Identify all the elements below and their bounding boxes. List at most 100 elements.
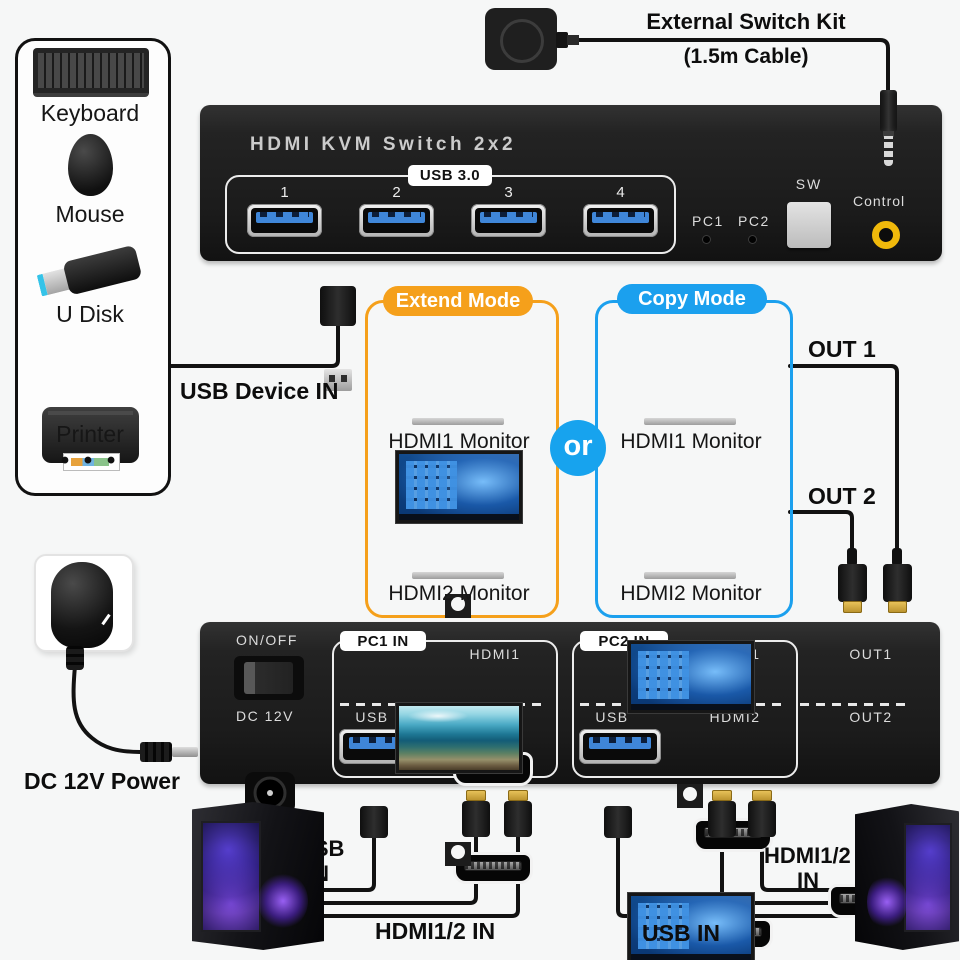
copy-hdmi1-monitor-label: HDMI1 Monitor xyxy=(620,430,762,453)
copy-hdmi1-monitor-base xyxy=(644,418,736,425)
dc-power-label: DC 12V Power xyxy=(24,768,180,794)
extend-hdmi2-monitor-stand xyxy=(445,842,471,866)
peripheral-label-keyboard: Keyboard xyxy=(40,99,140,126)
power-rocker-switch[interactable] xyxy=(234,656,304,700)
pc2-tower xyxy=(855,804,959,950)
external-switch-kit-title: External Switch Kit xyxy=(646,9,846,34)
pc2-usb-port xyxy=(579,729,661,764)
usb-port3-number: 3 xyxy=(504,183,513,201)
peripheral-label-udisk: U Disk xyxy=(56,300,124,327)
pc2-usb-cable xyxy=(616,836,872,918)
out2-cable xyxy=(788,510,854,554)
out2-label: OUT 2 xyxy=(808,483,876,509)
pc1-hdmi1-cable xyxy=(303,834,478,905)
pc1-in-pill: PC1 IN xyxy=(340,631,426,651)
rear-out2-label: OUT2 xyxy=(849,709,893,725)
printer-paper xyxy=(63,453,120,471)
out1-label: OUT 1 xyxy=(808,336,876,362)
pc1-led-label: PC1 xyxy=(692,213,724,229)
copy-mode-box xyxy=(595,300,793,618)
extend-hdmi1-monitor-label: HDMI1 Monitor xyxy=(388,430,530,453)
pc2-led xyxy=(749,236,756,243)
extend-hdmi2-monitor-label: HDMI2 Monitor xyxy=(388,582,530,605)
out1-hdmi-connector-strain xyxy=(892,548,902,566)
copy-mode-pill: Copy Mode xyxy=(617,284,767,314)
pc1-tower-fan-glow xyxy=(258,873,309,930)
right-hdmi-in-label-line1: HDMI1/2 xyxy=(764,843,851,868)
copy-hdmi2-monitor-screen xyxy=(628,893,754,960)
kvm-front-panel: HDMI KVM Switch 2x2 USB 3.0 1 2 3 4 PC1 … xyxy=(200,105,942,261)
external-switch-button xyxy=(485,8,557,70)
usb-port4-number: 4 xyxy=(616,183,625,201)
out2-hdmi-connector-plug xyxy=(843,601,862,613)
pc2-led-label: PC2 xyxy=(738,213,770,229)
pc1-hdmi1-plug-body xyxy=(462,801,490,837)
power-adapter xyxy=(51,562,113,648)
pc1-hdmi2-plug-body xyxy=(504,801,532,837)
front-usb-port-2 xyxy=(359,204,434,237)
switch-button-circle xyxy=(500,19,544,63)
right-hdmi-in-label-line2: IN xyxy=(797,868,819,893)
usb-port1-number: 1 xyxy=(280,183,289,201)
dc-power-cable xyxy=(71,664,142,754)
switch-plug-neck xyxy=(567,35,579,45)
peripherals-more-dots: • • • xyxy=(60,447,120,474)
copy-hdmi1-monitor-screen xyxy=(628,641,754,713)
printer-icon xyxy=(42,407,139,471)
out2-hdmi-connector-strain xyxy=(847,548,857,566)
copy-hdmi2-monitor-base xyxy=(644,572,736,579)
switch-kit-cable xyxy=(570,38,890,98)
or-bubble: or xyxy=(550,420,606,476)
pc2-hdmi2-label: HDMI2 xyxy=(709,709,761,725)
usb-port2-number: 2 xyxy=(392,183,401,201)
extend-hdmi1-monitor-stand xyxy=(445,594,471,618)
extend-mode-pill: Extend Mode xyxy=(383,286,533,316)
right-usb-in-label: USB IN xyxy=(642,920,720,946)
pc2-tower-fan-glow xyxy=(867,874,907,929)
usb30-badge: USB 3.0 xyxy=(408,165,492,186)
pc1-usb-cable xyxy=(303,836,376,892)
pc1-tower-window xyxy=(201,821,261,932)
out-divider xyxy=(800,703,908,706)
kvm-rear-panel: ON/OFF DC 12V PC1 IN HDMI1 USB HDMI2 PC2… xyxy=(200,622,940,950)
dc12v-label: DC 12V xyxy=(236,708,295,724)
keyboard-icon xyxy=(33,48,149,97)
extend-hdmi2-monitor-base xyxy=(412,572,504,579)
pc1-hdmi2-cable xyxy=(303,834,520,918)
audio-jack-barrel xyxy=(880,90,897,132)
pc2-hdmi2-plug-body xyxy=(748,801,776,837)
switch-plug-nub xyxy=(556,32,568,48)
audio-jack-tip xyxy=(884,136,893,166)
pc2-hdmi1-plug-tip xyxy=(712,790,732,801)
on-off-label: ON/OFF xyxy=(236,632,298,648)
left-hdmi-in-label: HDMI1/2 IN xyxy=(375,918,496,944)
pc2-hdmi2-cable xyxy=(760,834,872,892)
pc2-tower-window xyxy=(904,823,952,932)
audio-jack-collar xyxy=(883,131,894,137)
dc-plug-tip xyxy=(172,747,198,757)
out1-hdmi-connector-plug xyxy=(888,601,907,613)
copy-hdmi1-monitor-stand xyxy=(677,784,703,808)
pc2-usb-label: USB xyxy=(595,709,629,725)
pc1-hdmi1-label: HDMI1 xyxy=(469,646,521,662)
front-panel-title: HDMI KVM Switch 2x2 xyxy=(250,134,517,155)
sw-button[interactable] xyxy=(787,202,831,248)
front-usb-port-1 xyxy=(247,204,322,237)
extend-hdmi1-monitor-base xyxy=(412,418,504,425)
peripheral-label-printer: Printer xyxy=(56,420,124,447)
usb-device-in-plug-metal xyxy=(324,369,352,391)
pc2-hdmi1-plug-body xyxy=(708,801,736,837)
extend-hdmi2-monitor-screen xyxy=(396,703,522,773)
peripheral-label-mouse: Mouse xyxy=(55,200,125,227)
out2-hdmi-connector-body xyxy=(838,564,867,602)
pc1-hdmi1-plug-tip xyxy=(466,790,486,801)
pc1-in-group xyxy=(332,640,558,778)
extend-hdmi1-monitor-screen xyxy=(396,451,522,523)
front-usb-port-4 xyxy=(583,204,658,237)
pc1-led xyxy=(703,236,710,243)
sw-label: SW xyxy=(795,176,823,192)
out1-hdmi-connector-body xyxy=(883,564,912,602)
pc1-tower xyxy=(192,802,324,950)
usb-device-in-cable xyxy=(161,322,340,368)
